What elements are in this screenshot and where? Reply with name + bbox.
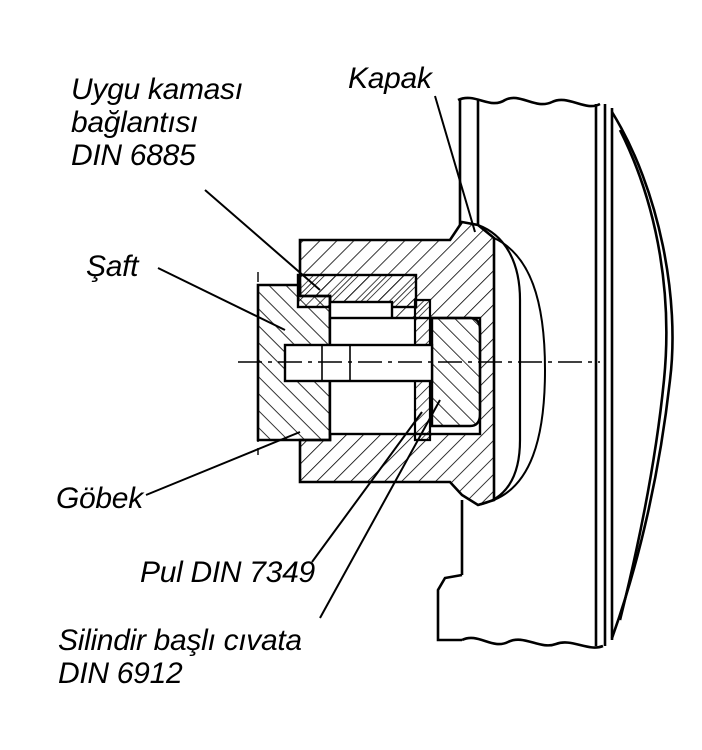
label-cover: Kapak xyxy=(348,62,432,95)
handwheel-rim xyxy=(436,96,674,649)
leader-screw xyxy=(319,399,441,619)
label-key-connection: Uygu kaması bağlantısı DIN 6885 xyxy=(71,73,243,172)
label-screw: Silindir başlı cıvata DIN 6912 xyxy=(58,624,302,690)
leader-cover xyxy=(434,95,476,233)
bore-and-screw xyxy=(283,298,482,442)
label-washer: Pul DIN 7349 xyxy=(140,556,315,589)
leader-lines xyxy=(145,95,476,619)
leader-shaft xyxy=(157,267,286,331)
label-hub: Göbek xyxy=(56,482,143,515)
leader-key xyxy=(204,189,321,291)
leader-hub xyxy=(145,431,301,496)
leader-washer xyxy=(311,411,423,563)
label-shaft: Şaft xyxy=(86,250,139,283)
